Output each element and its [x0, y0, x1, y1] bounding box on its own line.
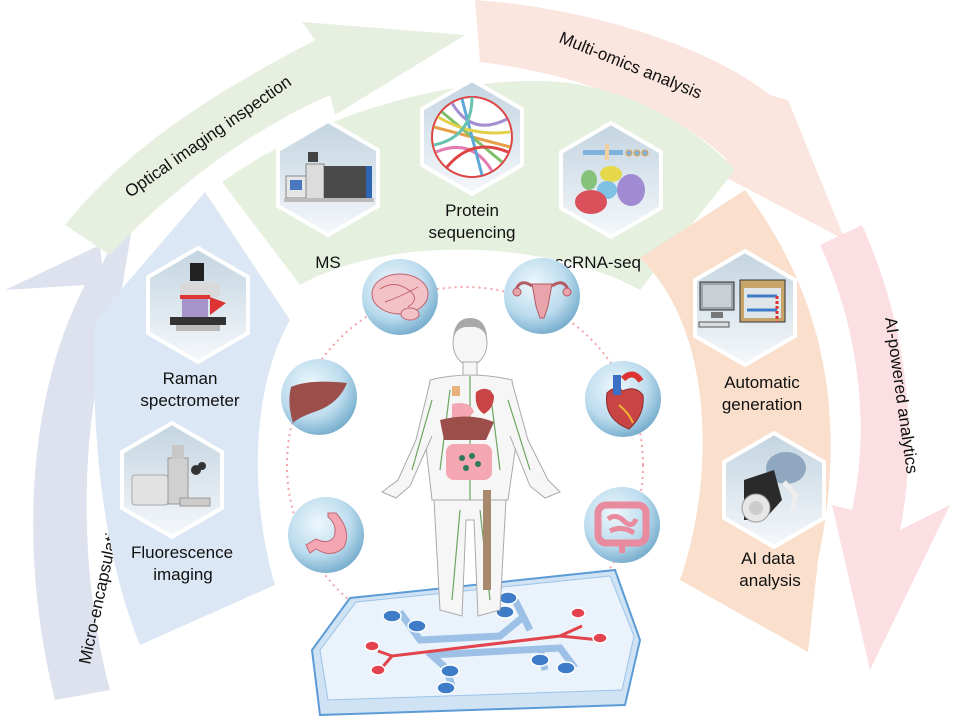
organ-ring	[286, 286, 644, 644]
uterus-icon	[512, 281, 572, 319]
stomach-icon	[305, 512, 348, 554]
figure-bone	[483, 490, 491, 590]
robot-thinker-icon	[741, 452, 806, 523]
hex-fluorescence-imaging	[120, 420, 224, 540]
brain-icon	[371, 273, 429, 321]
raman-spectrometer-icon	[170, 263, 226, 331]
organ-sphere-heart	[585, 361, 661, 437]
hex-scrna-seq	[559, 120, 663, 240]
organ-sphere-stomach	[288, 497, 364, 573]
hex-ai-data-analysis	[722, 430, 826, 550]
liver-icon	[289, 381, 347, 423]
arrow-multi-omics	[475, 0, 845, 240]
organ-sphere-liver	[281, 359, 357, 435]
heart-icon	[605, 371, 644, 430]
organ-sphere-intestine	[584, 487, 660, 563]
figure-tumors	[459, 453, 481, 471]
computer-pump-icon	[698, 279, 786, 328]
hex-raman-spectrometer	[146, 245, 250, 365]
organ-on-chip	[310, 568, 642, 717]
wells-red	[364, 607, 608, 676]
hex-protein-sequencing	[420, 77, 524, 197]
human-figure	[381, 318, 561, 617]
label-fluorescence-1: Fluorescence	[131, 543, 233, 562]
figure-heart	[475, 388, 494, 414]
scrna-cluster-icon	[575, 144, 649, 214]
fluorescence-microscope-icon	[131, 445, 211, 507]
mass-spectrometer-icon	[284, 152, 374, 202]
figure-intestine	[446, 444, 492, 480]
figure-liver	[440, 416, 494, 440]
label-automatic-2: generation	[722, 395, 802, 414]
figure-stomach	[452, 403, 474, 420]
arrow-optical-imaging	[65, 22, 465, 255]
label-ms: MS	[315, 253, 341, 272]
chord-diagram-icon	[431, 96, 513, 178]
organ-sphere-uterus	[504, 258, 580, 334]
label-scrna-seq: scRNA-seq	[555, 253, 641, 272]
label-ai-data-2: analysis	[739, 571, 800, 590]
label-protein-1: Protein	[445, 201, 499, 220]
label-automatic-1: Automatic	[724, 373, 800, 392]
hex-mass-spectrometry	[276, 118, 380, 238]
label-raman-1: Raman	[163, 369, 218, 388]
intestine-icon	[594, 501, 650, 553]
label-ai-data-1: AI data	[741, 549, 795, 568]
label-protein-2: sequencing	[429, 223, 516, 242]
arrow-ai-powered	[820, 225, 950, 670]
figure-thyroid	[452, 386, 460, 396]
organ-sphere-brain	[362, 259, 438, 335]
label-raman-2: spectrometer	[140, 391, 240, 410]
label-fluorescence-2: imaging	[153, 565, 213, 584]
hex-automatic-generation	[693, 248, 797, 368]
